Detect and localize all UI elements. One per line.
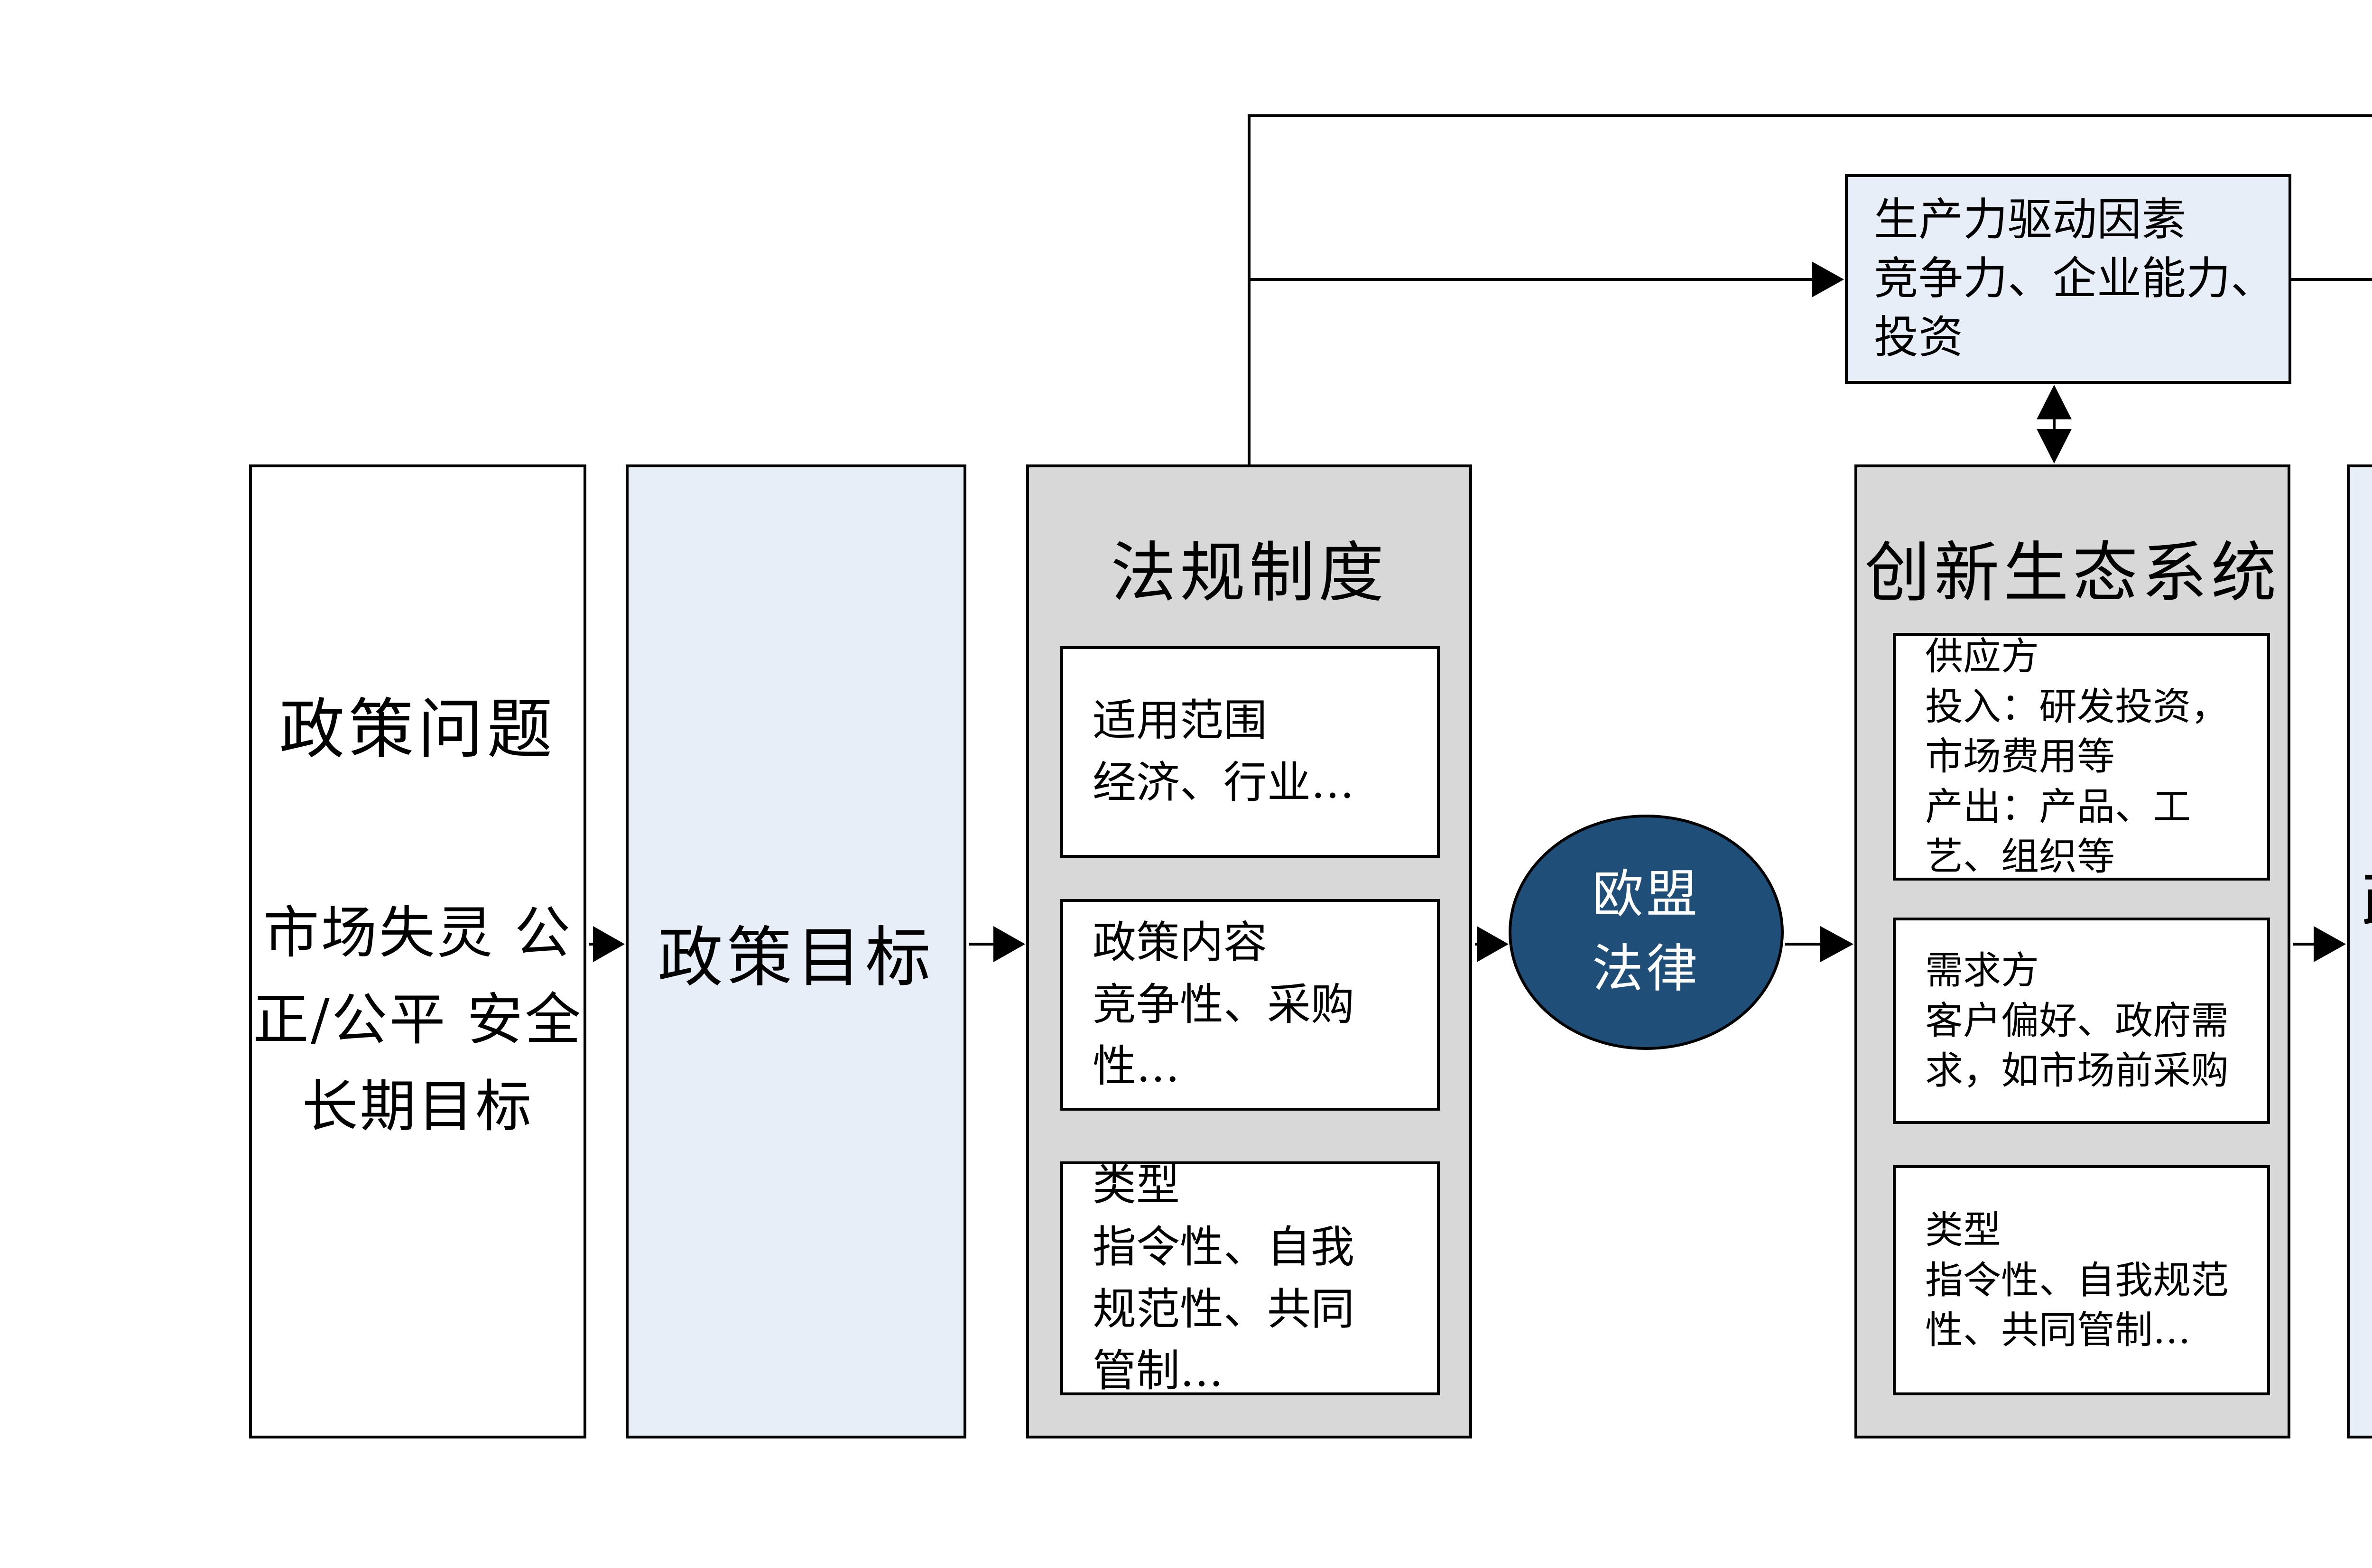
productivity-drivers-line: 竞争力、企业能力、 xyxy=(1874,252,2276,305)
regulatory-scope-line: 适用范围 xyxy=(1093,695,1268,746)
policy-problems-list: 市场失灵 公正/公平 安全 长期目标 xyxy=(252,890,584,1150)
productivity-drivers-box: 生产力驱动因素 竞争力、企业能力、 投资 xyxy=(1845,174,2291,384)
regulatory-scope-box: 适用范围 经济、行业… xyxy=(1060,646,1440,858)
regulatory-type-line: 规范性、共同 xyxy=(1093,1283,1355,1335)
arrow-problems-to-goals-head xyxy=(593,926,625,962)
policy-problem-item: 公正/公平 xyxy=(252,900,573,1052)
supply-side-box: 供应方 投入：研发投资， 市场费用等 产出：产品、工 艺、组织等 xyxy=(1893,633,2270,881)
arrow-eulaw-to-ecosystem-head xyxy=(1820,926,1853,962)
regulatory-type-line: 类型 xyxy=(1093,1160,1180,1211)
demand-side-line: 求，如市场前采购 xyxy=(1925,1048,2229,1093)
productivity-drivers-title: 生产力驱动因素 xyxy=(1874,194,2187,246)
policy-output-line: 政策产出 xyxy=(2362,854,2372,952)
policy-problem-item: 市场失灵 xyxy=(263,900,495,965)
arrow-ecosystem-to-output-head xyxy=(2314,926,2346,962)
supply-side-line: 产出：产品、工 xyxy=(1925,784,2191,829)
regulatory-content-line: 竞争性、采购 xyxy=(1093,979,1355,1030)
arrow-regulatory-to-eulaw-head xyxy=(1477,926,1509,962)
double-arrow-up-head xyxy=(2037,385,2072,419)
regulatory-type-box: 类型 指令性、自我 规范性、共同 管制… xyxy=(1060,1160,1440,1396)
policy-goals-title: 政策目标 xyxy=(657,919,935,996)
supply-side-line: 供应方 xyxy=(1925,634,2039,679)
regulatory-scope-line: 经济、行业… xyxy=(1093,757,1355,808)
ecosystem-type-line: 类型 xyxy=(1925,1208,2001,1253)
supply-side-line: 艺、组织等 xyxy=(1925,835,2115,879)
demand-side-line: 客户偏好、政府需 xyxy=(1925,998,2229,1043)
demand-side-line: 需求方 xyxy=(1925,948,2039,993)
supply-side-line: 投入：研发投资， xyxy=(1925,684,2229,729)
policy-problem-item: 长期目标 xyxy=(302,1073,534,1139)
demand-side-box: 需求方 客户偏好、政府需 求，如市场前采购 xyxy=(1893,918,2270,1124)
innovation-ecosystem-title: 创新生态系统 xyxy=(1864,535,2280,611)
ecosystem-type-line: 指令性、自我规范 xyxy=(1925,1258,2229,1302)
arrow-goals-to-regulatory-head xyxy=(993,926,1025,962)
regulatory-content-line: 政策内容 xyxy=(1093,917,1268,968)
ecosystem-type-box: 类型 指令性、自我规范 性、共同管制… xyxy=(1893,1165,2270,1395)
policy-problem-item: 安全 xyxy=(467,986,583,1052)
policy-goals-box: 政策目标 xyxy=(626,464,966,1438)
eu-law-line: 欧盟 xyxy=(1592,865,1700,925)
eu-law-ellipse: 欧盟 法律 xyxy=(1509,815,1784,1050)
regulatory-system-title: 法规制度 xyxy=(1110,535,1388,611)
policy-problems-title: 政策问题 xyxy=(279,691,556,768)
productivity-drivers-line: 投资 xyxy=(1874,312,1964,364)
regulatory-content-box: 政策内容 竞争性、采购 性… xyxy=(1060,899,1440,1111)
regulatory-type-line: 管制… xyxy=(1093,1345,1224,1397)
supply-side-line: 市场费用等 xyxy=(1925,734,2115,779)
policy-output-box: 政策产出 与影响 xyxy=(2347,464,2372,1438)
arrow-to-drivers-head xyxy=(1812,261,1844,297)
ecosystem-type-line: 性、共同管制… xyxy=(1925,1308,2191,1353)
policy-problems-box: 政策问题 市场失灵 公正/公平 安全 长期目标 xyxy=(249,464,586,1438)
double-arrow-down-head xyxy=(2037,429,2072,464)
regulatory-type-line: 指令性、自我 xyxy=(1093,1221,1355,1272)
regulatory-content-line: 性… xyxy=(1093,1041,1180,1092)
eu-law-line: 法律 xyxy=(1592,939,1700,999)
